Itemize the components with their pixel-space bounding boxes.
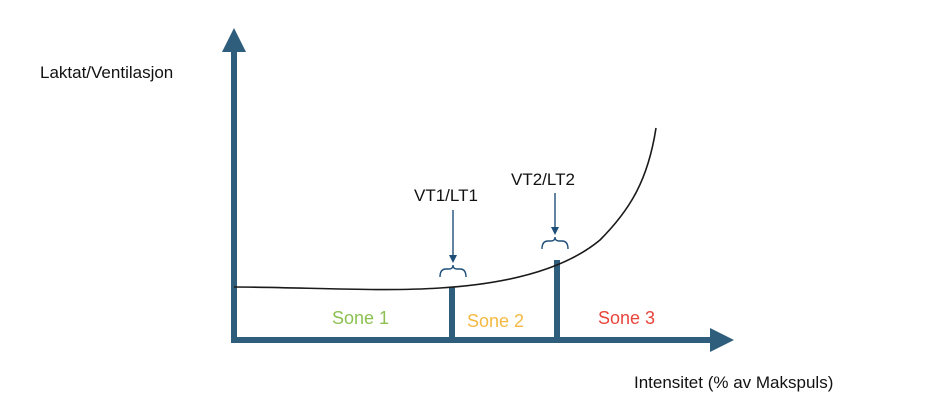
y-axis-label: Laktat/Ventilasjon [40, 63, 173, 82]
arrowhead-vt2 [551, 227, 559, 235]
threshold-label-vt2: VT2/LT2 [511, 170, 575, 189]
zone-label-1: Sone 1 [332, 308, 389, 328]
bracket-vt1 [439, 264, 467, 278]
x-axis-arrowhead [710, 328, 734, 352]
zone-label-3: Sone 3 [598, 308, 655, 328]
y-axis-arrowhead [222, 28, 246, 52]
lactate-curve [233, 127, 657, 291]
zone-label-2: Sone 2 [467, 311, 524, 331]
bracket-vt2 [541, 236, 569, 250]
threshold-label-vt1: VT1/LT1 [414, 186, 478, 205]
x-axis-label: Intensitet (% av Makspuls) [634, 373, 833, 392]
arrowhead-vt1 [449, 255, 457, 263]
